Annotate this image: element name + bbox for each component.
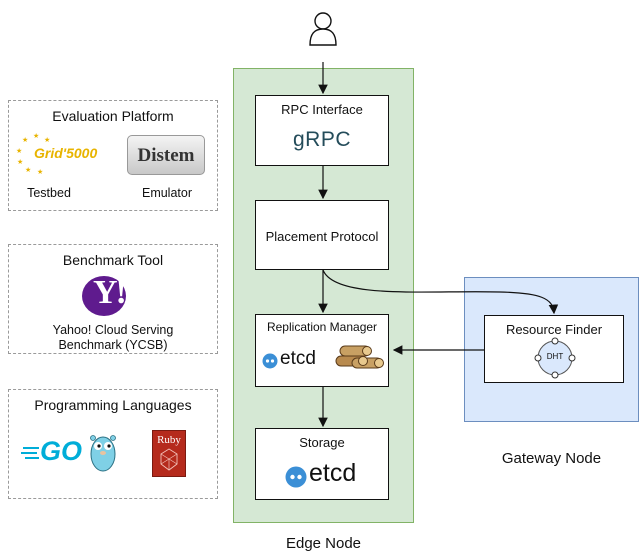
yahoo-line-2: Benchmark (YCSB) xyxy=(58,338,168,352)
go-logo-text: GO xyxy=(40,436,83,466)
svg-text:★: ★ xyxy=(44,136,50,144)
svg-text:★: ★ xyxy=(16,147,22,155)
placement-protocol-title: Placement Protocol xyxy=(265,229,379,244)
programming-languages-title: Programming Languages xyxy=(34,397,192,413)
yahoo-logo xyxy=(82,276,126,316)
etcd-logo-text: etcd xyxy=(280,348,316,369)
placement-protocol-box: Placement Protocol xyxy=(255,200,389,270)
rpc-interface-title: RPC Interface xyxy=(281,102,363,117)
grid5000-stars-icon: ★ ★ ★ ★ ★ ★ ★ xyxy=(16,132,50,175)
resource-finder-box: Resource Finder DHT xyxy=(484,315,624,383)
resource-finder-title: Resource Finder xyxy=(505,322,603,337)
evaluation-platform-title: Evaluation Platform xyxy=(52,108,174,124)
dht-ring-icon xyxy=(534,337,576,379)
benchmark-tool-title: Benchmark Tool xyxy=(62,252,164,268)
etcd-icon xyxy=(262,353,278,369)
gopher-mascot-icon xyxy=(90,435,116,472)
benchmark-tool-panel: Benchmark Tool Y! Yahoo! Cloud Serving B… xyxy=(8,244,218,354)
programming-languages-panel: Programming Languages GO Ruby xyxy=(8,389,218,499)
testbed-label: Testbed xyxy=(27,186,71,200)
storage-title: Storage xyxy=(299,435,345,450)
replication-manager-title: Replication Manager xyxy=(266,320,378,334)
gateway-node-label: Gateway Node xyxy=(501,450,602,467)
dht-label: DHT xyxy=(546,352,564,361)
svg-text:★: ★ xyxy=(37,168,43,175)
distem-logo: Distem xyxy=(127,135,205,175)
yahoo-logo-text: Y! xyxy=(93,274,127,311)
go-speed-lines-icon xyxy=(21,447,39,459)
ruby-logo-text: Ruby xyxy=(157,434,181,446)
grpc-logo: gRPC xyxy=(292,128,352,151)
svg-text:★: ★ xyxy=(22,136,28,144)
ruby-logo: Ruby xyxy=(152,430,186,477)
etcd-logo-text: etcd xyxy=(309,459,357,487)
distem-logo-text: Distem xyxy=(137,145,195,166)
svg-text:★: ★ xyxy=(25,166,31,174)
rpc-interface-box: RPC Interface gRPC xyxy=(255,95,389,166)
edge-node-label: Edge Node xyxy=(285,535,362,552)
grid5000-logo: Grid'5000 xyxy=(34,145,98,161)
replication-manager-box: Replication Manager etcd xyxy=(255,314,389,387)
storage-box: Storage etcd xyxy=(255,428,389,500)
placement-to-resource-finder-arrow xyxy=(322,269,559,315)
svg-text:★: ★ xyxy=(17,158,23,166)
user-icon xyxy=(309,12,337,46)
yahoo-line-1: Yahoo! Cloud Serving xyxy=(52,323,174,337)
etcd-icon xyxy=(285,466,307,488)
emulator-label: Emulator xyxy=(141,186,193,200)
svg-text:★: ★ xyxy=(33,132,39,140)
log-pile-icon xyxy=(335,345,384,369)
evaluation-platform-panel: Evaluation Platform ★ ★ ★ ★ ★ ★ ★ Grid'5… xyxy=(8,100,218,211)
ruby-gem-icon xyxy=(160,448,178,471)
